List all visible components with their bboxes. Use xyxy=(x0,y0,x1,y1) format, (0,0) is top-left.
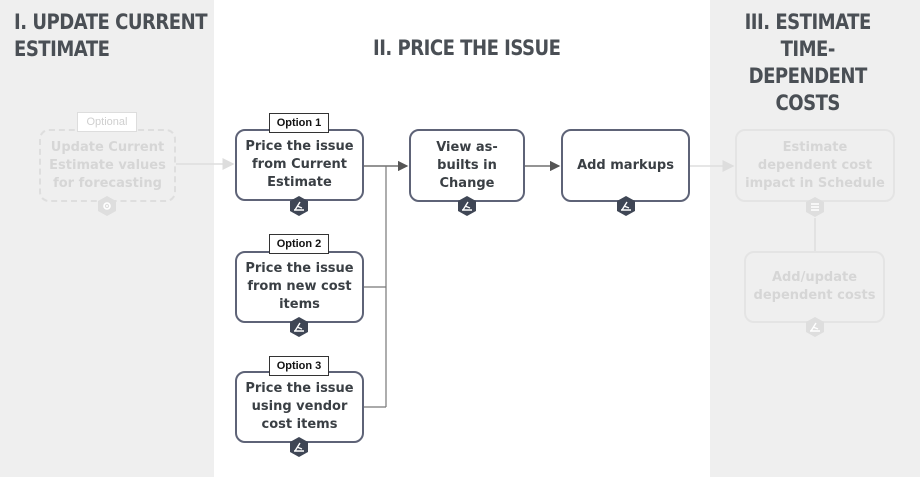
update-current-estimate-step[interactable]: Update Current Estimate values for forec… xyxy=(39,129,176,202)
estimate-hex-icon xyxy=(617,196,635,216)
estimate-hex-icon xyxy=(806,317,824,337)
option2-tag: Option 2 xyxy=(269,234,329,254)
phase-1-title: I. UPDATE CURRENT ESTIMATE xyxy=(14,10,208,61)
option2-label: Price the issue from new cost items xyxy=(245,261,354,312)
option3-step[interactable]: Price the issue using vendor cost items xyxy=(235,371,364,443)
optional-tag: Optional xyxy=(77,112,137,132)
update-current-estimate-label: Update Current Estimate values for forec… xyxy=(49,139,166,191)
schedule-hex-icon xyxy=(806,197,824,217)
option2-step[interactable]: Price the issue from new cost items xyxy=(235,251,364,323)
view-asbuilts-label: View as- builts in Change xyxy=(436,139,498,191)
add-update-dependent-step[interactable]: Add/update dependent costs xyxy=(744,251,885,323)
estimate-dependent-step[interactable]: Estimate dependent cost impact in Schedu… xyxy=(735,129,895,202)
settings-hex-icon xyxy=(98,196,116,216)
add-markups-step[interactable]: Add markups xyxy=(561,129,690,202)
view-asbuilts-step[interactable]: View as- builts in Change xyxy=(409,129,525,202)
phase-2-title: II. PRICE THE ISSUE xyxy=(373,36,561,60)
add-markups-label: Add markups xyxy=(577,157,674,173)
option1-step[interactable]: Price the issue from Current Estimate xyxy=(235,129,364,201)
option1-tag: Option 1 xyxy=(269,113,329,133)
option3-tag: Option 3 xyxy=(269,356,329,376)
option3-label: Price the issue using vendor cost items xyxy=(245,381,354,432)
phase-3-title: III. ESTIMATE TIME- DEPENDENT COSTS xyxy=(744,10,872,115)
option1-label: Price the issue from Current Estimate xyxy=(245,139,354,190)
estimate-hex-icon xyxy=(458,196,476,216)
estimate-hex-icon xyxy=(290,317,308,337)
estimate-dependent-label: Estimate dependent cost impact in Schedu… xyxy=(745,139,885,191)
add-update-dependent-label: Add/update dependent costs xyxy=(753,270,876,303)
estimate-hex-icon xyxy=(290,196,308,216)
estimate-hex-icon xyxy=(290,437,308,457)
phase-1-panel xyxy=(0,0,214,477)
